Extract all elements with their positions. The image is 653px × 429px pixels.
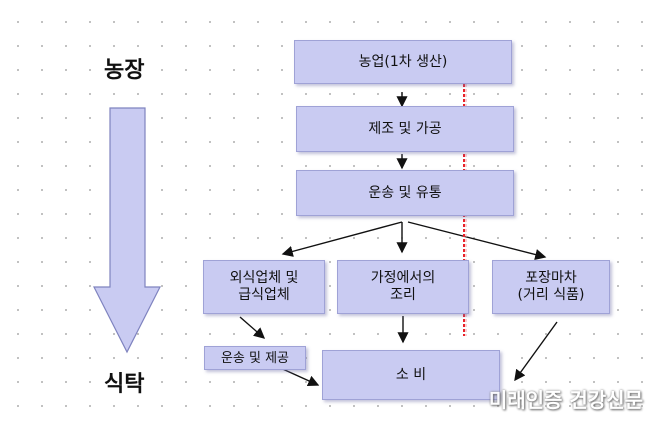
food-service-line1: 외식업체 및 [229, 270, 299, 286]
agriculture-box: 농업(1차 생산) [294, 40, 512, 84]
home-cooking-line2: 조리 [390, 287, 416, 303]
consumption-box: 소 비 [322, 350, 500, 400]
street-vendor-line1: 포장마차 [525, 270, 577, 286]
distribution-box: 운송 및 유통 [296, 170, 514, 216]
consumption-text: 소 비 [395, 366, 427, 383]
food-service-line2: 급식업체 [238, 287, 290, 303]
distribution-text: 운송 및 유통 [368, 184, 442, 201]
arrow-distribution-to-street-vendor [407, 221, 547, 260]
home-cooking-line1: 가정에서의 [370, 270, 436, 286]
food-service-box: 외식업체 및 급식업체 [203, 260, 325, 314]
street-vendor-line2: (거리 식품) [517, 287, 585, 303]
delivery-text: 운송 및 제공 [220, 350, 290, 366]
delivery-box: 운송 및 제공 [204, 346, 306, 370]
street-vendor-box: 포장마차 (거리 식품) [492, 260, 610, 314]
arrow-street-vendor-to-consumption [514, 321, 558, 382]
processing-text: 제조 및 가공 [368, 120, 442, 137]
watermark: 미래인증 건강신문 [488, 388, 643, 412]
farm-label: 농장 [104, 58, 145, 83]
arrow-distribution-to-food-service [281, 221, 403, 257]
processing-box: 제조 및 가공 [296, 106, 514, 152]
table-label: 식탁 [104, 372, 145, 397]
farm-to-table-big-arrow [93, 107, 161, 354]
arrow-food-service-to-delivery [239, 316, 266, 339]
agriculture-text: 농업(1차 생산) [358, 53, 448, 70]
home-cooking-box: 가정에서의 조리 [337, 260, 469, 314]
